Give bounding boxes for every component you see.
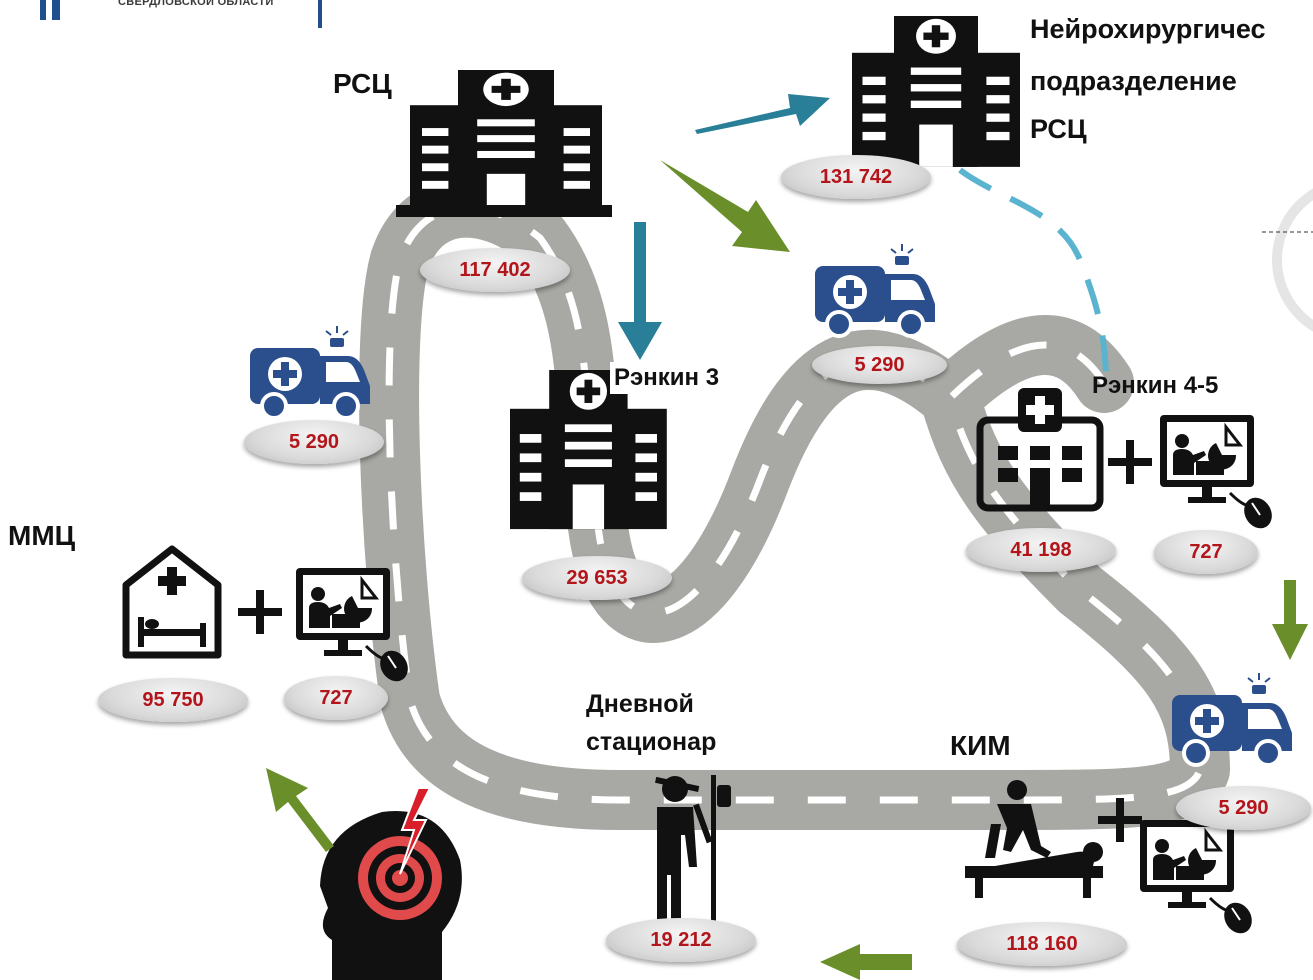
- ambulance-left-icon: [248, 324, 372, 420]
- arrow-teal-to-neuro: [695, 94, 830, 134]
- rankin45-hospital-icon: [976, 388, 1104, 512]
- dashed-connector: [958, 167, 1109, 379]
- value-mmc-tele: 727: [284, 676, 388, 720]
- value-ambulance-top: 5 290: [812, 346, 947, 384]
- telemedicine-rankin45-icon: [1158, 413, 1279, 535]
- rsc-hospital-icon: [410, 70, 602, 215]
- rankin3-label: Рэнкин 3: [610, 362, 724, 394]
- rsc-label: РСЦ: [333, 68, 392, 99]
- value-ambulance-right: 5 290: [1176, 786, 1311, 830]
- plus-icon: [238, 590, 282, 634]
- value-neuro: 131 742: [781, 155, 931, 199]
- value-ambulance-left: 5 290: [244, 420, 384, 464]
- neuro-label-line1: Нейрохирургичес: [1030, 14, 1266, 44]
- telemedicine-kim-icon: [1138, 818, 1259, 940]
- value-rankin45: 41 198: [966, 528, 1116, 572]
- arrow-green-to-ambulance: [660, 160, 790, 252]
- rehab-massage-icon: [965, 780, 1103, 898]
- home-bed-icon: [122, 545, 222, 659]
- ambulance-top-icon: [813, 242, 937, 338]
- day-hospital-label-line1: Дневной: [586, 690, 694, 718]
- rankin45-label: Рэнкин 4-5: [1092, 372, 1219, 399]
- kim-label: КИМ: [950, 730, 1011, 761]
- plus-icon: [1108, 440, 1152, 484]
- rsc-base: [396, 205, 612, 217]
- neuro-label-line2: подразделение: [1030, 66, 1237, 96]
- arrow-green-up-left: [266, 768, 334, 852]
- patient-iv-icon: [655, 775, 732, 943]
- neuro-label-line3: РСЦ: [1030, 114, 1087, 144]
- partial-circle: [1262, 188, 1313, 332]
- neuro-hospital-icon: [852, 16, 1020, 167]
- day-hospital-label-line2: стационар: [586, 728, 717, 756]
- value-kim: 118 160: [957, 922, 1127, 966]
- stroke-head-icon: [320, 787, 462, 980]
- arrow-green-down-right: [1272, 580, 1308, 660]
- value-day-hospital: 19 212: [606, 918, 756, 962]
- value-rankin3: 29 653: [522, 556, 672, 600]
- logo: [40, 0, 322, 28]
- value-mmc: 95 750: [98, 678, 248, 722]
- value-rsc: 117 402: [420, 248, 570, 292]
- arrow-green-left: [820, 944, 912, 980]
- mmc-label: ММЦ: [8, 520, 76, 551]
- arrow-teal-down-rankin3: [618, 222, 662, 360]
- org-name: СВЕРДЛОВСКОЙ ОБЛАСТИ: [118, 0, 274, 8]
- value-rankin45-tele: 727: [1154, 530, 1258, 574]
